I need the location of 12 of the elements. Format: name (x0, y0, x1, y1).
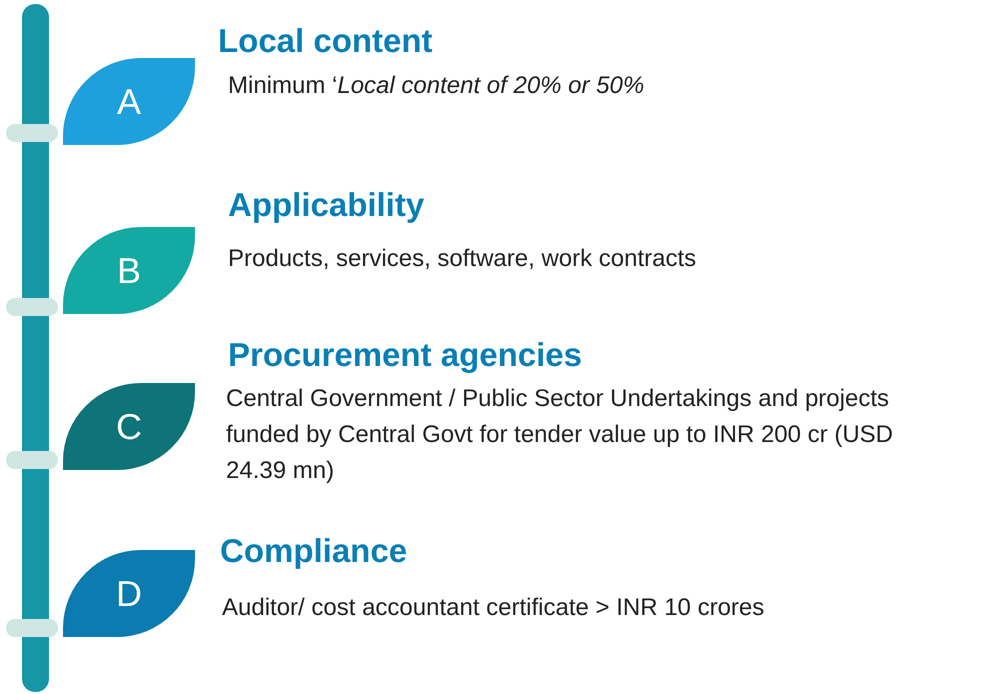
description-text: Minimum ‘Local content of 20% or 50% (228, 71, 646, 101)
leaf-badge: C (63, 383, 195, 470)
section-heading: Procurement agencies (228, 336, 582, 374)
description-text: Auditor/ cost accountant certificate > INR 10 crores (222, 593, 766, 623)
leaf-badge: B (63, 227, 195, 314)
description-text: Central Government / Public Sector Undertakings and projects funded by Central Govt for tender value up to INR 200 cr (USD 24.39 mn) (226, 384, 894, 486)
leaf-badge: D (63, 550, 195, 637)
section-heading: Local content (218, 22, 433, 60)
section-heading: Applicability (228, 186, 424, 224)
description-text: Products, services, software, work contracts (228, 244, 698, 274)
leaf-badge: A (63, 58, 195, 145)
section-heading: Compliance (220, 532, 408, 570)
